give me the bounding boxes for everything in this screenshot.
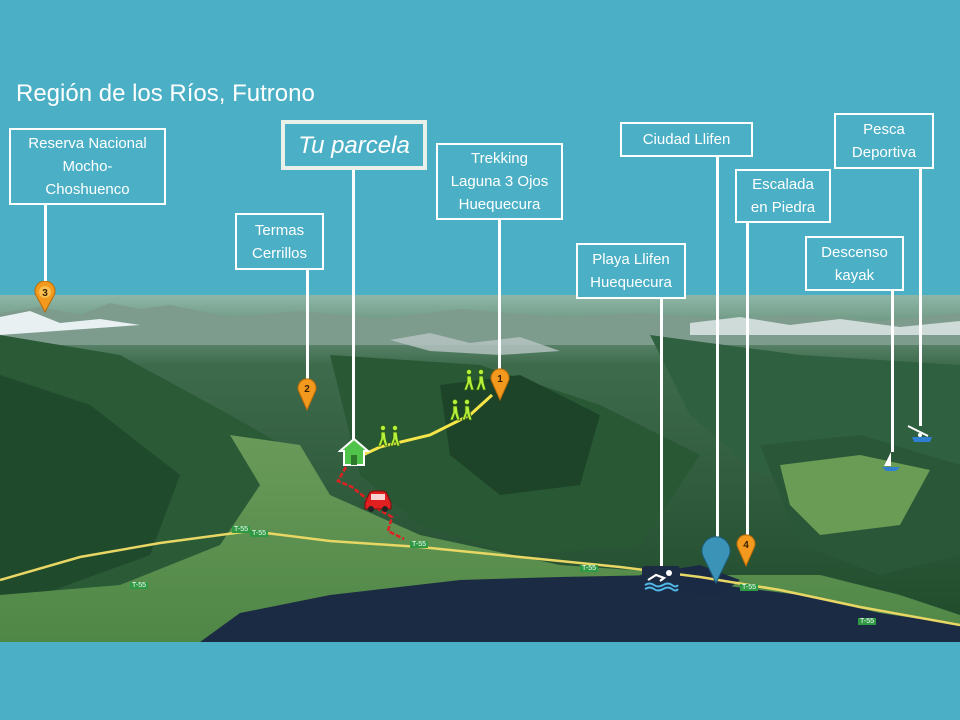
callout-termas-cerrillos[interactable]: Termas Cerrillos xyxy=(235,213,324,270)
leader-line-termas xyxy=(306,268,309,380)
leader-line-kayak xyxy=(891,290,894,452)
leader-line-trekking xyxy=(498,219,501,371)
road-label: T-55 xyxy=(232,526,251,533)
city-marker-icon[interactable] xyxy=(700,536,732,584)
callout-pesca-deportiva[interactable]: Pesca Deportiva xyxy=(834,113,934,169)
leader-line-ciudad xyxy=(716,155,719,547)
hikers-icon[interactable] xyxy=(462,368,490,392)
house-icon[interactable] xyxy=(338,437,370,467)
leader-line-playa xyxy=(660,298,663,566)
road-label: T-55 xyxy=(130,582,149,589)
numbered-pin-1[interactable]: 1 xyxy=(489,367,511,401)
swimmer-icon[interactable] xyxy=(642,566,680,592)
road-label: T-55 xyxy=(580,565,599,572)
road-label: T-55 xyxy=(250,530,269,537)
road-label: T-55 xyxy=(740,584,759,591)
fishing-icon[interactable] xyxy=(906,424,936,444)
callout-ciudad-llifen[interactable]: Ciudad Llifen xyxy=(620,122,753,157)
callout-escalada[interactable]: Escalada en Piedra xyxy=(735,169,831,223)
callout-playa-llifen[interactable]: Playa Llifen Huequecura xyxy=(576,243,686,299)
terrain-graphic xyxy=(0,295,960,642)
numbered-pin-3[interactable]: 3 xyxy=(33,281,57,313)
pin-number: 4 xyxy=(743,540,749,551)
numbered-pin-2[interactable]: 2 xyxy=(296,377,318,411)
road-label: T-55 xyxy=(410,541,429,548)
hikers-icon[interactable] xyxy=(376,424,404,448)
leader-line-escalada xyxy=(746,222,749,538)
callout-descenso-kayak[interactable]: Descenso kayak xyxy=(805,236,904,291)
terrain-map[interactable] xyxy=(0,295,960,642)
leader-line-pesca xyxy=(919,168,922,426)
map-title: Región de los Ríos, Futrono xyxy=(16,80,315,107)
pin-number: 1 xyxy=(497,374,503,385)
numbered-pin-4[interactable]: 4 xyxy=(735,533,757,567)
pin-number: 3 xyxy=(42,288,48,299)
kayak-icon[interactable] xyxy=(880,450,902,472)
leader-line-reserva xyxy=(44,203,47,285)
callout-trekking[interactable]: Trekking Laguna 3 Ojos Huequecura xyxy=(436,143,563,220)
pin-number: 2 xyxy=(304,384,310,395)
hikers-icon[interactable] xyxy=(448,398,476,422)
callout-tu-parcela[interactable]: Tu parcela xyxy=(281,120,427,170)
callout-reserva-nacional[interactable]: Reserva Nacional Mocho- Choshuenco xyxy=(9,128,166,205)
car-icon[interactable] xyxy=(362,488,394,514)
road-label: T-55 xyxy=(858,618,877,625)
leader-line-tu-parcela xyxy=(352,170,355,440)
